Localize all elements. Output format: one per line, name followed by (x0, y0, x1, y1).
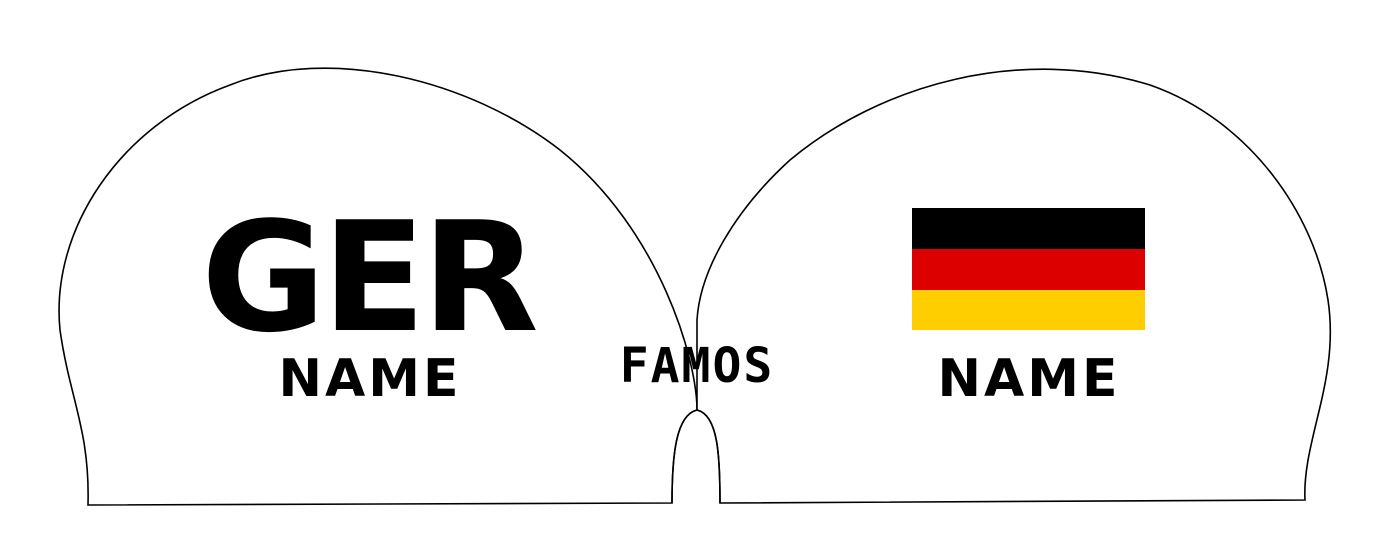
left-name-label: NAME (278, 349, 461, 409)
flag-stripe-gold (912, 290, 1145, 330)
center-notch (671, 409, 721, 504)
germany-flag-icon (912, 208, 1145, 330)
right-name-label: NAME (937, 349, 1120, 409)
brand-logo-text: FAMOS (620, 338, 775, 394)
flag-stripe-black (912, 208, 1145, 249)
country-code: GER (201, 189, 536, 366)
flag-stripe-red (912, 249, 1145, 290)
